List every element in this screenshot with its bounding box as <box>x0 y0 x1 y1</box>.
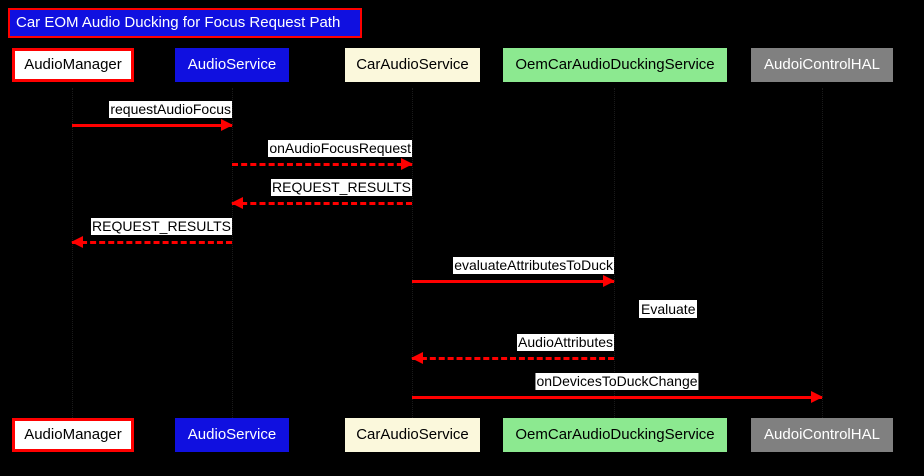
note-evaluate: Evaluate <box>639 300 698 318</box>
message-line <box>232 163 412 166</box>
lifeline-audiomanager <box>72 88 73 418</box>
lifeline-audioservice <box>232 88 233 418</box>
participant-hal-top[interactable]: AudoiControlHAL <box>751 48 893 82</box>
message-label: requestAudioFocus <box>109 101 232 118</box>
message-line <box>412 280 614 283</box>
message-line <box>72 124 232 127</box>
participant-caraudioservice-top[interactable]: CarAudioService <box>345 48 480 82</box>
participant-oemduck-top[interactable]: OemCarAudioDuckingService <box>503 48 727 82</box>
arrowhead-left-icon <box>411 352 423 364</box>
participant-audiomanager-top[interactable]: AudioManager <box>12 48 134 82</box>
participant-audiomanager-bottom[interactable]: AudioManager <box>12 418 134 452</box>
message-label: REQUEST_RESULTS <box>271 179 412 196</box>
arrowhead-right-icon <box>811 391 823 403</box>
arrowhead-left-icon <box>71 236 83 248</box>
message-line <box>412 357 614 360</box>
lifeline-oemduck <box>614 88 615 418</box>
participant-caraudioservice-bottom[interactable]: CarAudioService <box>345 418 480 452</box>
message-label: AudioAttributes <box>517 334 614 351</box>
message-line <box>232 202 412 205</box>
message-label: onAudioFocusRequest <box>268 140 412 157</box>
participant-oemduck-bottom[interactable]: OemCarAudioDuckingService <box>503 418 727 452</box>
participant-audioservice-top[interactable]: AudioService <box>175 48 289 82</box>
arrowhead-left-icon <box>231 197 243 209</box>
lifeline-hal <box>822 88 823 418</box>
arrowhead-right-icon <box>401 158 413 170</box>
participant-hal-bottom[interactable]: AudoiControlHAL <box>751 418 893 452</box>
message-label: evaluateAttributesToDuck <box>453 257 614 274</box>
participant-audioservice-bottom[interactable]: AudioService <box>175 418 289 452</box>
message-label: REQUEST_RESULTS <box>91 218 232 235</box>
message-line <box>72 241 232 244</box>
message-line <box>412 396 822 399</box>
arrowhead-right-icon <box>603 275 615 287</box>
diagram-title: Car EOM Audio Ducking for Focus Request … <box>8 8 362 38</box>
lifeline-caraudioservice <box>412 88 413 418</box>
arrowhead-right-icon <box>221 119 233 131</box>
message-label: onDevicesToDuckChange <box>535 373 699 390</box>
